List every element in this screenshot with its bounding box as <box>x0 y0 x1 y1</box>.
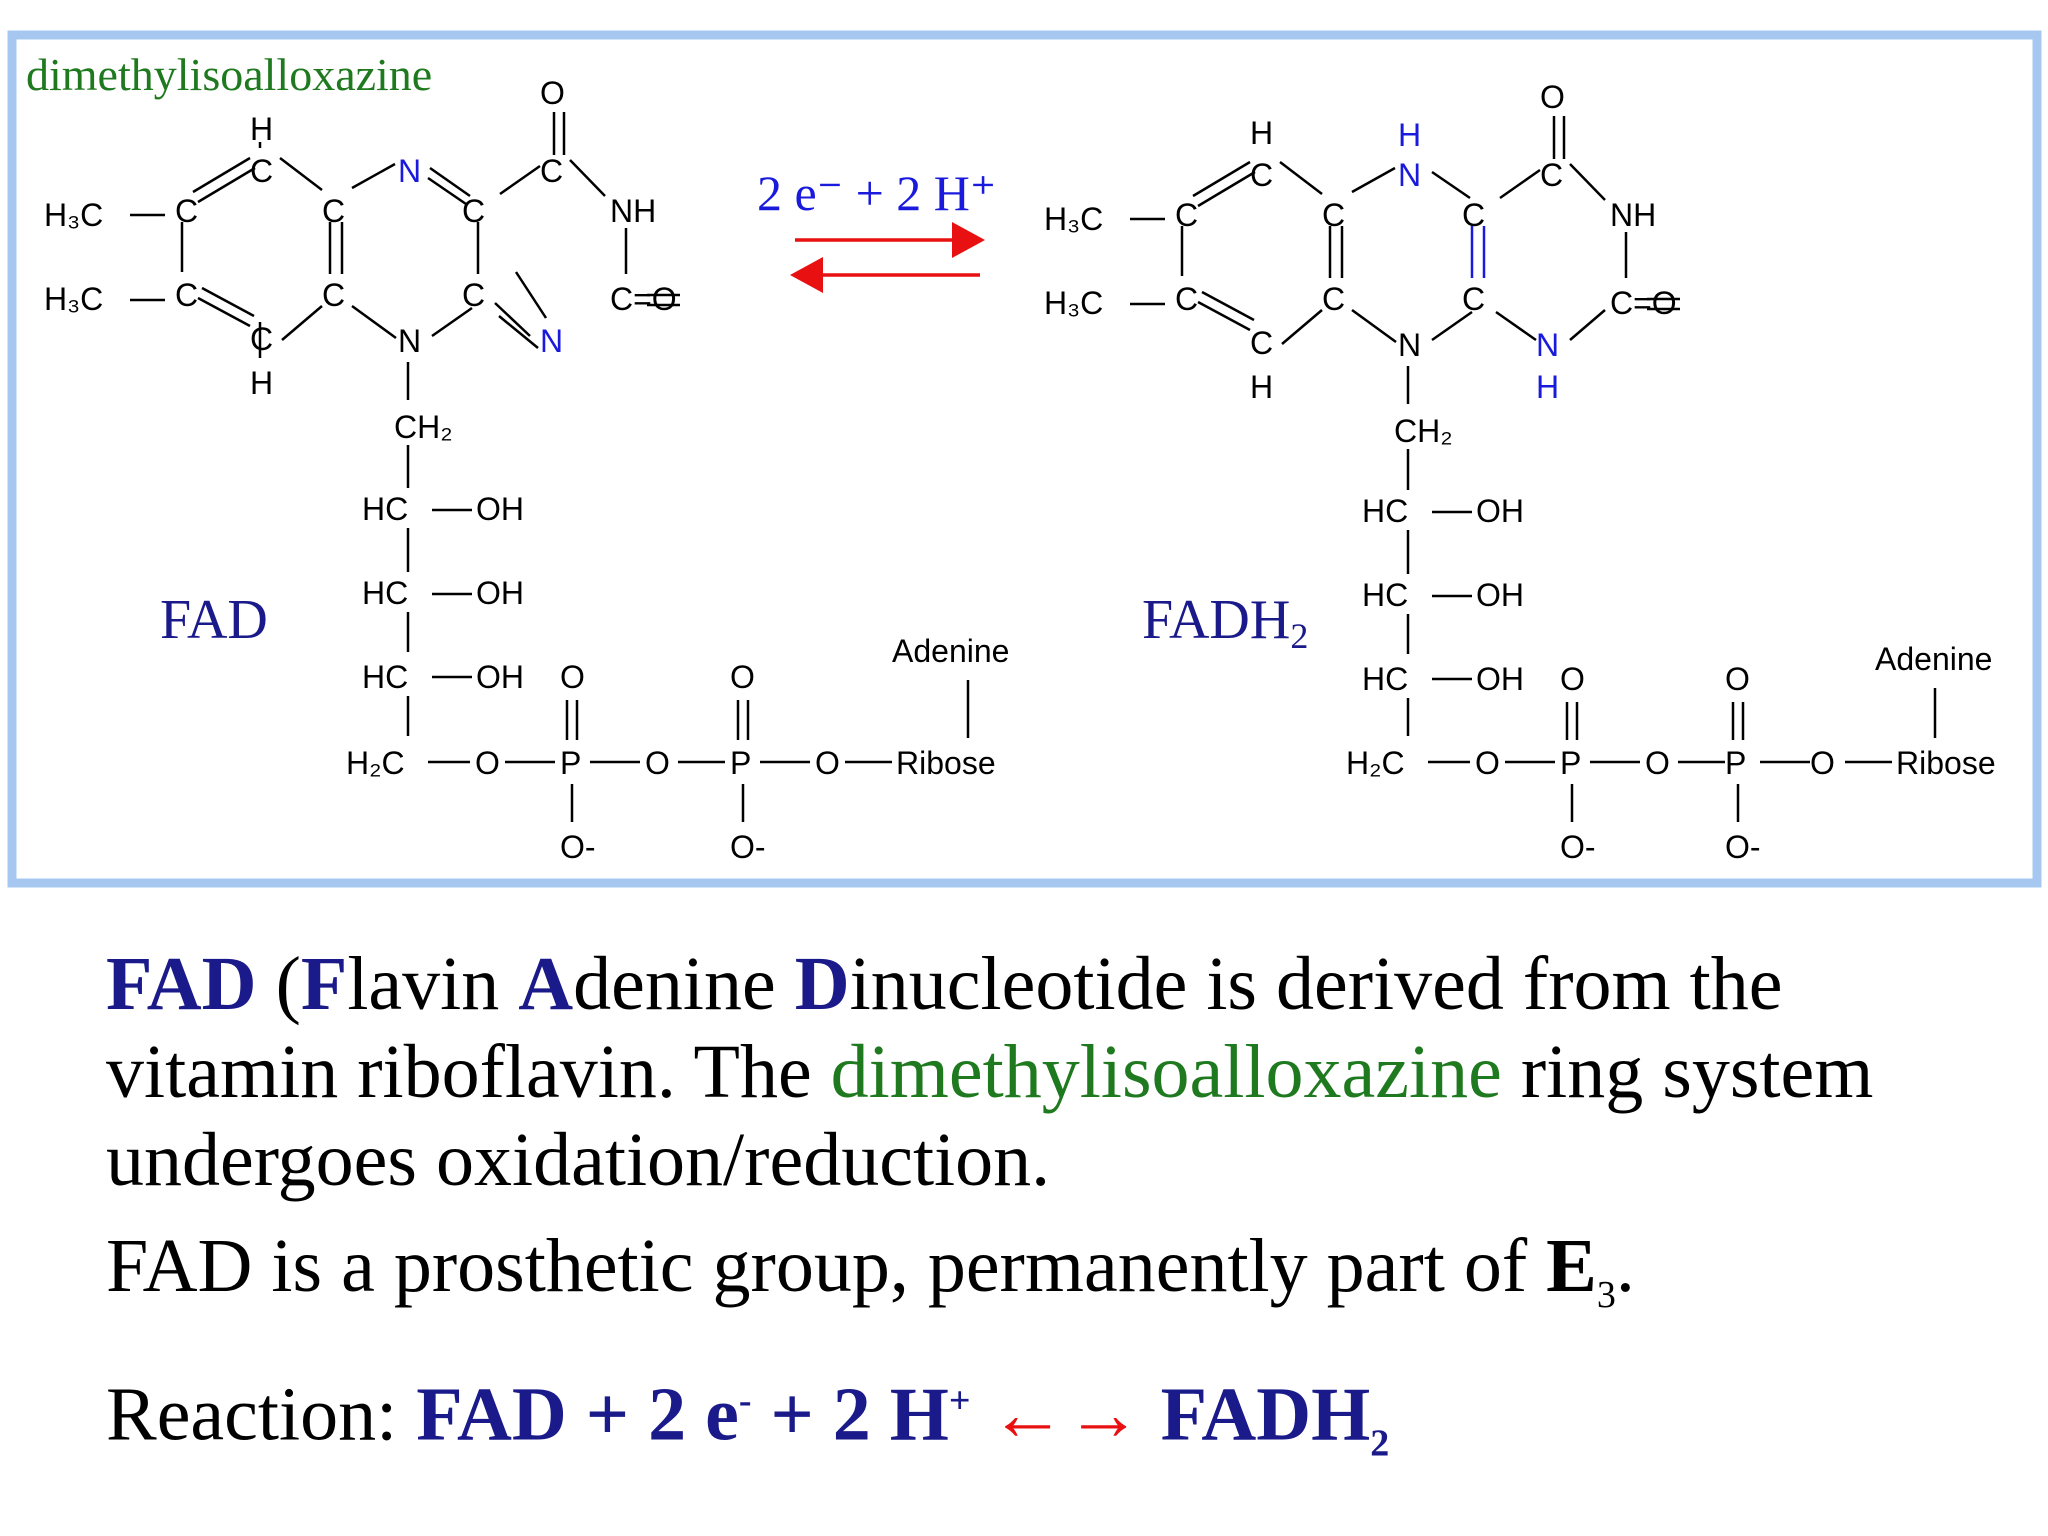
svg-text:HC: HC <box>1362 661 1408 697</box>
svg-text:C: C <box>1322 281 1345 317</box>
svg-text:H: H <box>1398 117 1421 153</box>
svg-text:H: H <box>250 111 273 147</box>
svg-text:C: C <box>462 193 485 229</box>
svg-text:C: C <box>1250 157 1273 193</box>
svg-text:O-: O- <box>1725 829 1761 865</box>
svg-text:CH₂: CH₂ <box>394 409 453 445</box>
svg-text:C: C <box>250 153 273 189</box>
svg-text:O: O <box>1810 745 1835 781</box>
svg-text:H₂C: H₂C <box>1346 745 1405 781</box>
adenine-label: Adenine <box>892 633 1009 669</box>
svg-text:H₃C: H₃C <box>1044 285 1103 321</box>
svg-text:O: O <box>540 75 565 111</box>
svg-text:C: C <box>250 321 273 357</box>
svg-text:N: N <box>1536 327 1559 363</box>
svg-text:H: H <box>1250 369 1273 405</box>
fad-structure: H C C C C H C C N C C N O C N NH C=O H₃C… <box>44 75 1009 865</box>
svg-text:H: H <box>1536 369 1559 405</box>
description-text: FAD (Flavin Adenine Dinucleotide is deri… <box>106 940 2006 1506</box>
svg-text:O: O <box>1475 745 1500 781</box>
fadh2-structure: H C C C C H C C H N C C N O C N H NH C=O… <box>1044 79 1996 865</box>
svg-text:O: O <box>645 745 670 781</box>
equilibrium-arrows: 2 e⁻ + 2 H⁺ <box>757 165 996 293</box>
fadh2-label: FADH2 <box>1142 589 1308 656</box>
svg-text:O: O <box>560 659 585 695</box>
svg-text:NH: NH <box>610 193 656 229</box>
svg-text:C=O: C=O <box>610 281 677 317</box>
svg-text:C: C <box>322 277 345 313</box>
svg-text:O-: O- <box>1560 829 1596 865</box>
svg-text:N: N <box>398 153 421 189</box>
fad-label: FAD <box>160 589 268 651</box>
fad-reaction-diagram: dimethylisoalloxazine <box>7 30 2042 888</box>
svg-text:H₃C: H₃C <box>44 281 103 317</box>
svg-text:O-: O- <box>730 829 766 865</box>
svg-text:P: P <box>1725 745 1746 781</box>
svg-text:P: P <box>1560 745 1581 781</box>
svg-text:C: C <box>1175 281 1198 317</box>
svg-text:OH: OH <box>476 491 524 527</box>
svg-text:P: P <box>560 745 581 781</box>
svg-text:N: N <box>1398 327 1421 363</box>
svg-text:C=O: C=O <box>1610 285 1677 321</box>
svg-text:C: C <box>1462 281 1485 317</box>
svg-text:C: C <box>1540 157 1563 193</box>
svg-text:C: C <box>462 277 485 313</box>
svg-text:H₃C: H₃C <box>1044 201 1103 237</box>
svg-text:O: O <box>730 659 755 695</box>
svg-text:OH: OH <box>1476 661 1524 697</box>
svg-text:C: C <box>1250 325 1273 361</box>
svg-text:OH: OH <box>1476 577 1524 613</box>
paragraph-reaction: Reaction: FAD + 2 e- + 2 H+ ←→ FADH2 <box>106 1372 1390 1465</box>
svg-text:C: C <box>322 193 345 229</box>
svg-text:HC: HC <box>1362 493 1408 529</box>
svg-text:C: C <box>540 153 563 189</box>
svg-text:N: N <box>1398 157 1421 193</box>
svg-text:HC: HC <box>362 575 408 611</box>
svg-text:O: O <box>1645 745 1670 781</box>
svg-text:N: N <box>398 323 421 359</box>
svg-text:H₃C: H₃C <box>44 197 103 233</box>
ribose-label: Ribose <box>896 745 996 781</box>
svg-text:HC: HC <box>1362 577 1408 613</box>
svg-text:C: C <box>1175 197 1198 233</box>
svg-text:OH: OH <box>476 659 524 695</box>
svg-text:CH₂: CH₂ <box>1394 413 1453 449</box>
svg-text:O: O <box>1540 79 1565 115</box>
structure-svg: dimethylisoalloxazine <box>7 30 2042 888</box>
adenine-label-right: Adenine <box>1875 641 1992 677</box>
paragraph-origin: FAD (Flavin Adenine Dinucleotide is deri… <box>106 942 1874 1202</box>
equilibrium-arrow-text: ←→ <box>970 1372 1161 1457</box>
svg-text:H: H <box>1250 115 1273 151</box>
svg-text:HC: HC <box>362 659 408 695</box>
svg-text:C: C <box>175 193 198 229</box>
svg-text:P: P <box>730 745 751 781</box>
paragraph-prosthetic: FAD is a prosthetic group, permanently p… <box>106 1224 1635 1317</box>
svg-text:OH: OH <box>1476 493 1524 529</box>
svg-text:O: O <box>1725 661 1750 697</box>
svg-text:HC: HC <box>362 491 408 527</box>
arrow-label: 2 e⁻ + 2 H⁺ <box>757 165 996 221</box>
svg-text:C: C <box>1462 197 1485 233</box>
ribose-label-right: Ribose <box>1896 745 1996 781</box>
svg-text:H₂C: H₂C <box>346 745 405 781</box>
diagram-frame <box>7 30 2042 888</box>
svg-text:O-: O- <box>560 829 596 865</box>
svg-text:N: N <box>540 323 563 359</box>
svg-text:OH: OH <box>476 575 524 611</box>
svg-text:O: O <box>815 745 840 781</box>
svg-text:O: O <box>1560 661 1585 697</box>
svg-text:O: O <box>475 745 500 781</box>
svg-text:C: C <box>1322 197 1345 233</box>
svg-text:NH: NH <box>1610 197 1656 233</box>
svg-text:H: H <box>250 365 273 401</box>
svg-text:C: C <box>175 277 198 313</box>
ring-system-label: dimethylisoalloxazine <box>26 49 432 100</box>
